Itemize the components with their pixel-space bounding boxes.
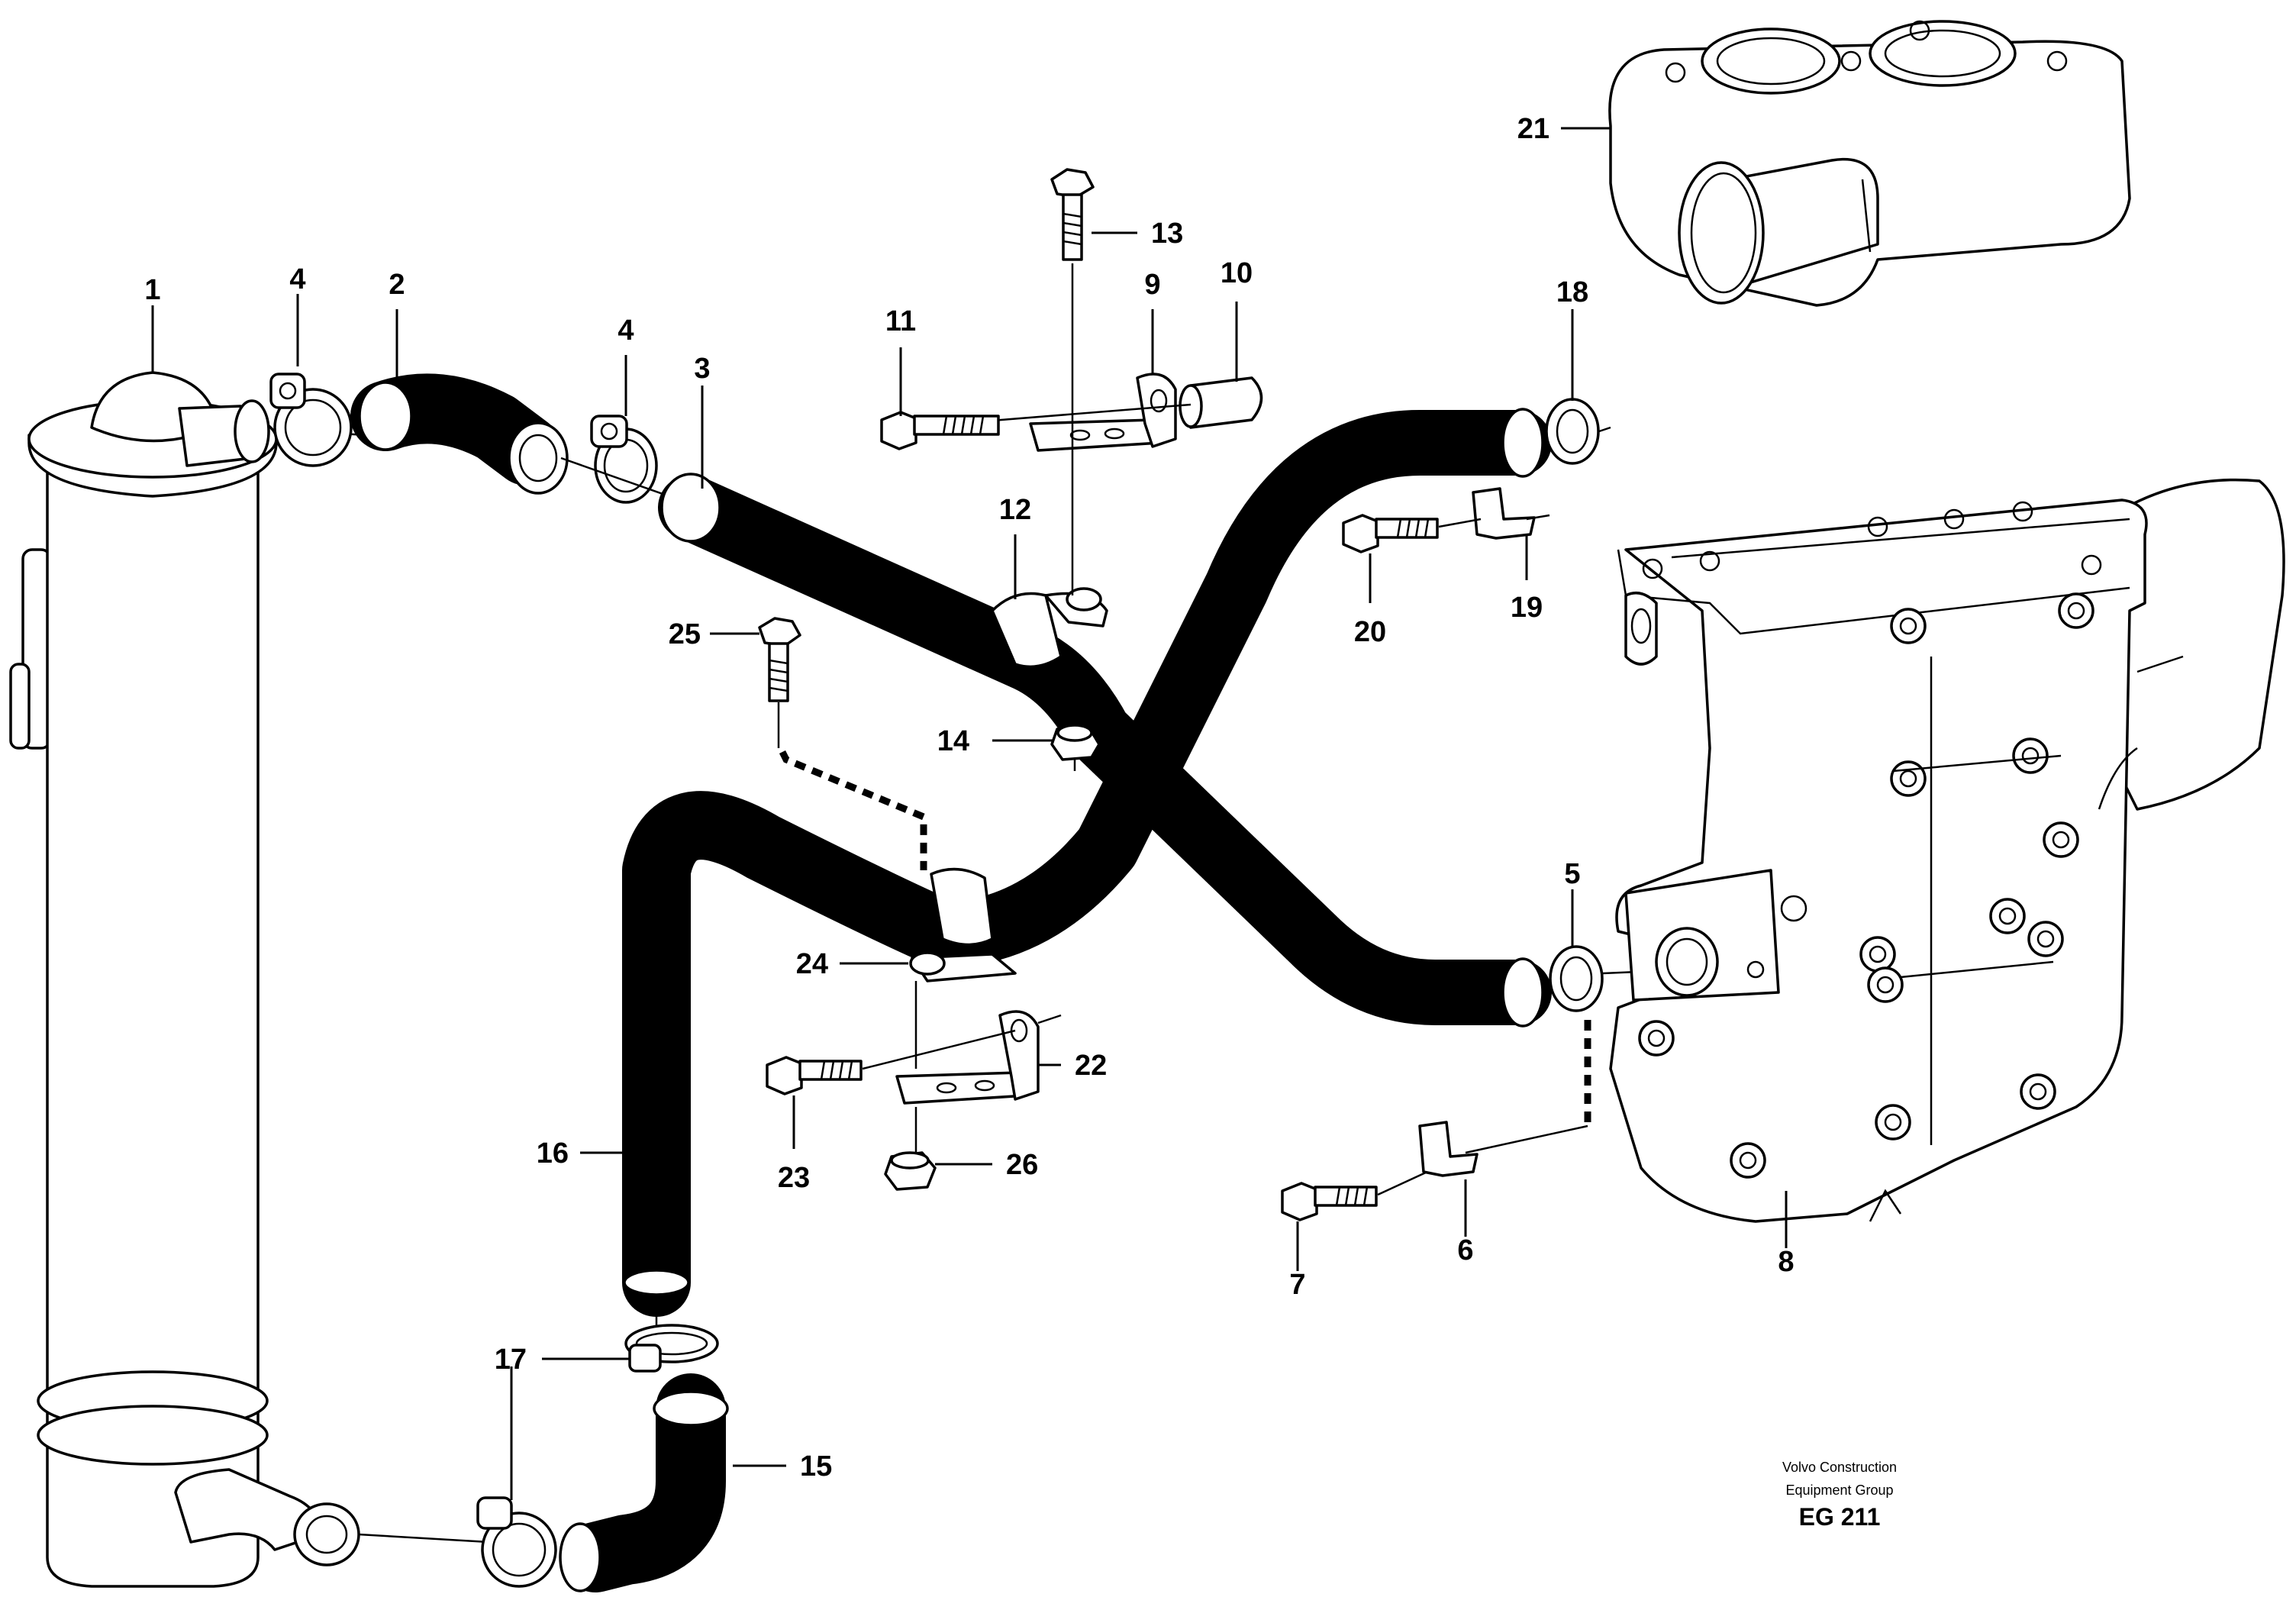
publisher-credit: Volvo Construction Equipment Group EG 21… — [1782, 1460, 1897, 1531]
callout-25: 25 — [669, 618, 701, 650]
bracket-9 — [1029, 373, 1177, 452]
callout-15: 15 — [800, 1450, 832, 1483]
callout-3: 3 — [694, 353, 710, 385]
callout-21: 21 — [1517, 113, 1549, 145]
callout-16: 16 — [537, 1137, 569, 1170]
hose-16 — [622, 791, 981, 1317]
callout-13: 13 — [1151, 218, 1183, 250]
bracket-22 — [895, 981, 1062, 1105]
callout-20: 20 — [1354, 616, 1386, 648]
seal-18 — [1545, 398, 1611, 465]
thermostat-housing-21 — [1608, 20, 2131, 307]
clip-19 — [1472, 487, 1550, 540]
clamp-24-holder — [909, 867, 1017, 982]
callout-23: 23 — [778, 1162, 810, 1194]
callout-24: 24 — [796, 948, 828, 980]
bolt-13 — [1050, 168, 1095, 595]
callout-17: 17 — [495, 1344, 527, 1376]
bolt-25 — [758, 617, 927, 870]
diagram-code: EG 211 — [1799, 1503, 1881, 1531]
callout-6: 6 — [1457, 1234, 1473, 1266]
cooler-1 — [9, 371, 489, 1588]
credit-line-1: Volvo Construction — [1782, 1460, 1897, 1475]
callout-4b: 4 — [618, 315, 634, 347]
clamp-12 — [991, 587, 1108, 669]
callout-5: 5 — [1564, 858, 1580, 890]
manifold-8 — [1609, 478, 2285, 1223]
clamp-17a — [624, 1324, 719, 1373]
nut-26 — [884, 1107, 937, 1191]
callout-19: 19 — [1511, 592, 1543, 624]
callout-11: 11 — [885, 305, 916, 337]
bolt-7 — [1281, 1170, 1428, 1221]
callout-10: 10 — [1221, 257, 1253, 289]
callout-7: 7 — [1289, 1269, 1305, 1301]
callout-12: 12 — [999, 494, 1031, 526]
bolt-23 — [766, 1029, 1016, 1095]
callout-4a: 4 — [289, 263, 305, 295]
nut-14 — [1050, 668, 1101, 771]
spacer-10 — [1179, 376, 1263, 429]
callout-8: 8 — [1778, 1246, 1794, 1278]
callout-22: 22 — [1075, 1050, 1107, 1082]
hose-2 — [350, 373, 569, 495]
callout-14: 14 — [937, 725, 969, 757]
leader-lines — [151, 127, 1788, 1500]
clamp-4a — [269, 373, 353, 467]
callout-9: 9 — [1144, 269, 1160, 301]
clamp-17b — [476, 1496, 557, 1588]
callout-labels: 1 2 4 4 3 5 6 7 8 9 10 11 12 13 14 15 16… — [144, 113, 1794, 1483]
callout-2: 2 — [389, 269, 405, 301]
hose-16-upper-branch — [914, 408, 1552, 968]
callout-26: 26 — [1006, 1149, 1038, 1181]
clip-6 — [1418, 1015, 1591, 1177]
hose-3 — [658, 473, 1552, 1028]
bolt-20 — [1342, 514, 1482, 553]
clamp-4b — [590, 415, 658, 504]
callout-18: 18 — [1556, 276, 1588, 308]
bolt-11 — [880, 411, 1000, 450]
callout-1: 1 — [144, 274, 160, 306]
hose-15 — [559, 1373, 729, 1592]
credit-line-2: Equipment Group — [1785, 1483, 1893, 1498]
